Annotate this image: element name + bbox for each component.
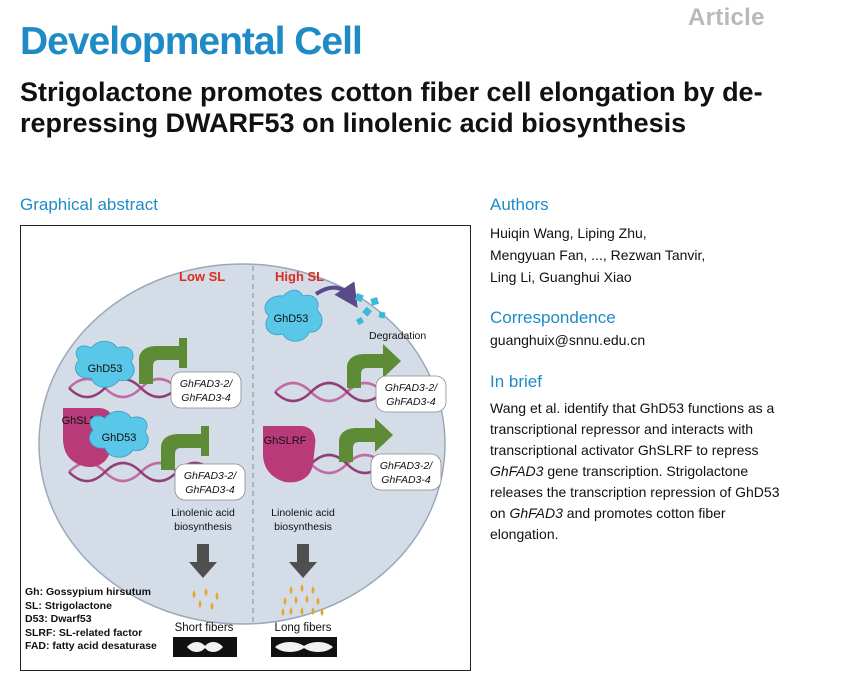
correspondence-email[interactable]: guanghuix@snnu.edu.cn <box>490 332 646 348</box>
ghslrf-label-right-2: GhSLRF <box>264 435 307 447</box>
legend-item: Gh: Gossypium hirsutum <box>25 586 152 598</box>
degradation-label: Degradation <box>369 330 426 342</box>
linolenic-label-right-1: Linolenic acid <box>271 507 335 519</box>
abbreviation-legend: Gh: Gossypium hirsutum SL: Strigolactone… <box>25 586 157 654</box>
gene-name: GhFAD3 <box>509 505 563 521</box>
high-sl-label: High SL <box>275 269 324 284</box>
gene-box-left-1 <box>170 371 242 409</box>
linolenic-label-left-2: biosynthesis <box>174 521 232 533</box>
droplets-few <box>192 588 219 610</box>
graphical-abstract-heading: Graphical abstract <box>20 195 158 214</box>
authors-line: Huiqin Wang, Liping Zhu, <box>490 225 647 241</box>
authors-line: Mengyuan Fan, ..., Rezwan Tanvir, <box>490 247 706 263</box>
repressed-promoter-left-1 <box>139 338 187 384</box>
gene-box-right-1 <box>375 375 447 413</box>
correspondence-heading: Correspondence <box>490 308 616 327</box>
in-brief-heading: In brief <box>490 372 542 391</box>
legend-item: SL: Strigolactone <box>25 599 112 612</box>
down-arrow-right <box>289 544 317 578</box>
graphical-abstract-diagram: Low SL High SL GhD53 Degradation GhD53 G… <box>38 263 447 657</box>
gene-box-right-2 <box>370 453 442 491</box>
ghd53-protein-left-2 <box>89 410 149 458</box>
svg-text:GhFAD3-4: GhFAD3-4 <box>181 392 231 404</box>
ghd53-protein-left-1 <box>75 340 135 388</box>
graphical-abstract-figure: Low SL High SL GhD53 Degradation GhD53 G… <box>20 225 471 671</box>
svg-text:GhFAD3-4: GhFAD3-4 <box>381 474 431 486</box>
ghd53-protein-degrading <box>264 289 323 342</box>
in-brief-text: Wang et al. identify that GhD53 function… <box>490 400 780 542</box>
low-sl-label: Low SL <box>179 269 225 284</box>
legend-item: SLRF: SL-related factor <box>25 626 143 639</box>
degradation-arrow <box>314 281 358 308</box>
gene-box-left-2 <box>174 463 246 501</box>
linolenic-label-left-1: Linolenic acid <box>171 507 235 519</box>
ghd53-label-right: GhD53 <box>274 313 309 325</box>
authors-line: Ling Li, Guanghui Xiao <box>490 269 632 285</box>
droplets-many <box>281 584 324 616</box>
journal-name: Developmental Cell <box>20 20 363 63</box>
svg-text:GhFAD3-2/: GhFAD3-2/ <box>184 470 237 482</box>
ghd53-label-left-2: GhD53 <box>102 432 137 444</box>
degradation-fragments <box>354 293 386 326</box>
authors-list: Huiqin Wang, Liping Zhu, Mengyuan Fan, .… <box>490 222 820 288</box>
svg-text:GhFAD3-4: GhFAD3-4 <box>386 396 436 408</box>
svg-text:GhFAD3-2/: GhFAD3-2/ <box>180 378 233 390</box>
active-promoter-right-1 <box>347 344 401 388</box>
short-fibers-label: Short fibers <box>175 622 234 634</box>
repressed-promoter-left-2 <box>161 426 209 470</box>
authors-heading: Authors <box>490 195 549 214</box>
ghd53-label-left-1: GhD53 <box>88 363 123 375</box>
ghslrf-protein-right-2 <box>263 426 316 483</box>
svg-text:GhFAD3-4: GhFAD3-4 <box>185 484 235 496</box>
linolenic-label-right-2: biosynthesis <box>274 521 332 533</box>
active-promoter-right-2 <box>339 418 393 462</box>
article-type-label: Article <box>688 4 765 31</box>
svg-text:GhFAD3-2/: GhFAD3-2/ <box>385 382 438 394</box>
down-arrow-left <box>189 544 217 578</box>
legend-item: D53: Dwarf53 <box>25 613 92 625</box>
long-fibers-label: Long fibers <box>275 622 332 634</box>
svg-text:GhFAD3-2/: GhFAD3-2/ <box>380 460 433 472</box>
legend-item: FAD: fatty acid desaturase <box>25 640 157 652</box>
article-title: Strigolactone promotes cotton fiber cell… <box>20 77 763 138</box>
gene-name: GhFAD3 <box>490 463 544 479</box>
